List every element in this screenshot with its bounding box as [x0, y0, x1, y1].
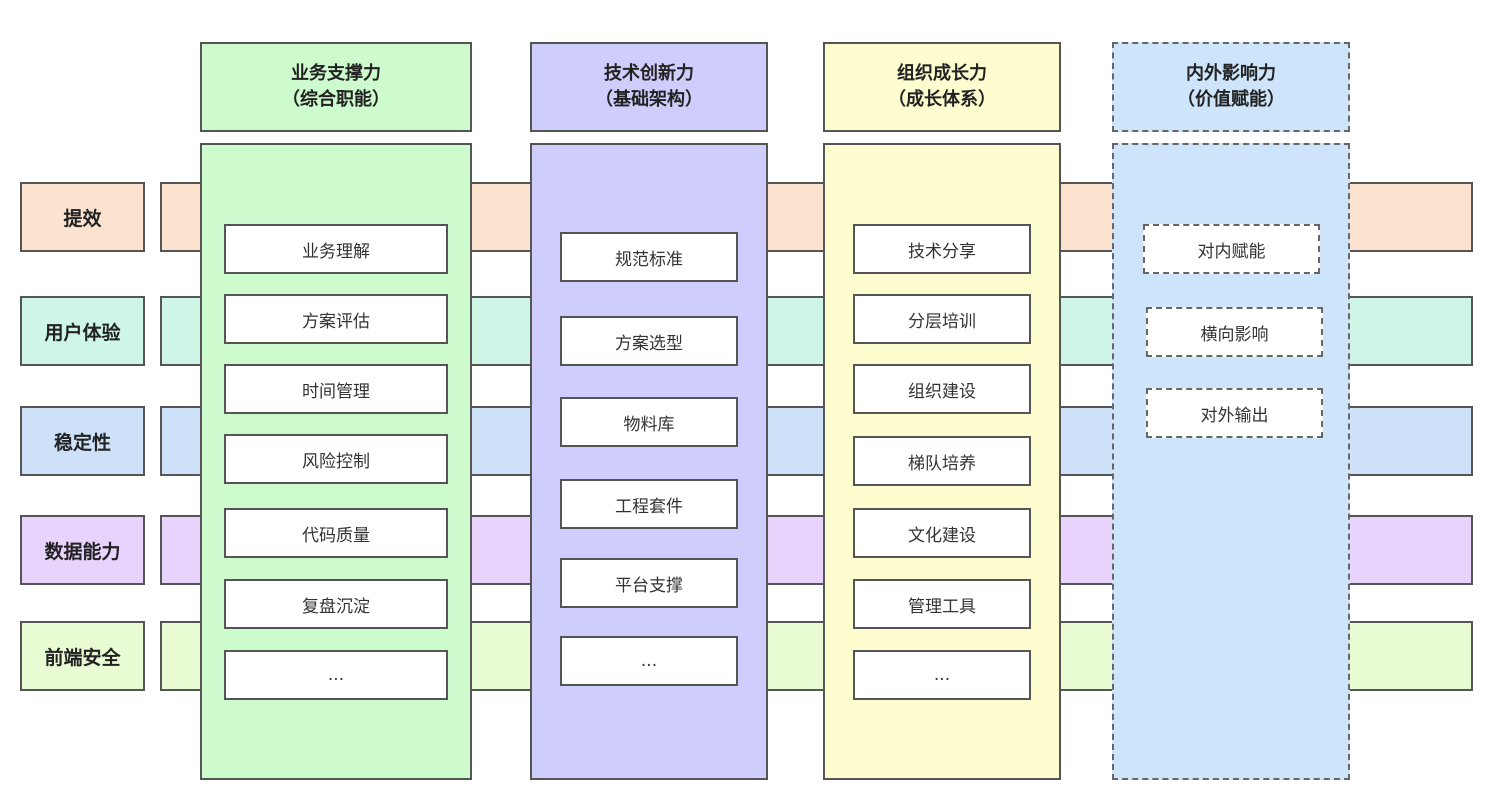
- capability-item: 管理工具: [853, 579, 1031, 629]
- capability-item: 分层培训: [853, 294, 1031, 344]
- capability-item: 技术分享: [853, 224, 1031, 274]
- capability-item: 对内赋能: [1143, 224, 1320, 274]
- capability-item: 方案选型: [560, 316, 738, 366]
- capability-item-more: ...: [560, 636, 738, 686]
- capability-item: 风险控制: [224, 434, 448, 484]
- capability-item: 规范标准: [560, 232, 738, 282]
- row-label-frontend-security: 前端安全: [20, 621, 145, 691]
- column-header-org-growth: 组织成长力 （成长体系）: [823, 42, 1061, 132]
- row-label-user-experience: 用户体验: [20, 296, 145, 366]
- column-header-business-support: 业务支撑力 （综合职能）: [200, 42, 472, 132]
- capability-item: 对外输出: [1146, 388, 1323, 438]
- capability-item-more: ...: [853, 650, 1031, 700]
- column-subtitle: （成长体系）: [888, 89, 996, 110]
- capability-item: 时间管理: [224, 364, 448, 414]
- column-header-tech-innovation: 技术创新力 （基础架构）: [530, 42, 768, 132]
- capability-item: 梯队培养: [853, 436, 1031, 486]
- capability-item: 平台支撑: [560, 558, 738, 608]
- capability-item: 业务理解: [224, 224, 448, 274]
- row-label-stability: 稳定性: [20, 406, 145, 476]
- capability-item: 文化建设: [853, 508, 1031, 558]
- column-subtitle: （综合职能）: [282, 89, 390, 110]
- capability-item: 方案评估: [224, 294, 448, 344]
- column-title: 内外影响力: [1186, 63, 1276, 84]
- column-subtitle: （价值赋能）: [1177, 89, 1285, 110]
- column-title: 技术创新力: [604, 63, 694, 84]
- row-label-efficiency: 提效: [20, 182, 145, 252]
- capability-item: 工程套件: [560, 479, 738, 529]
- column-title: 组织成长力: [897, 63, 987, 84]
- capability-item: 复盘沉淀: [224, 579, 448, 629]
- column-title: 业务支撑力: [291, 63, 381, 84]
- capability-item: 代码质量: [224, 508, 448, 558]
- capability-item: 横向影响: [1146, 307, 1323, 357]
- capability-item-more: ...: [224, 650, 448, 700]
- column-header-influence: 内外影响力 （价值赋能）: [1112, 42, 1350, 132]
- capability-item: 组织建设: [853, 364, 1031, 414]
- row-label-data-capability: 数据能力: [20, 515, 145, 585]
- capability-item: 物料库: [560, 397, 738, 447]
- column-subtitle: （基础架构）: [595, 89, 703, 110]
